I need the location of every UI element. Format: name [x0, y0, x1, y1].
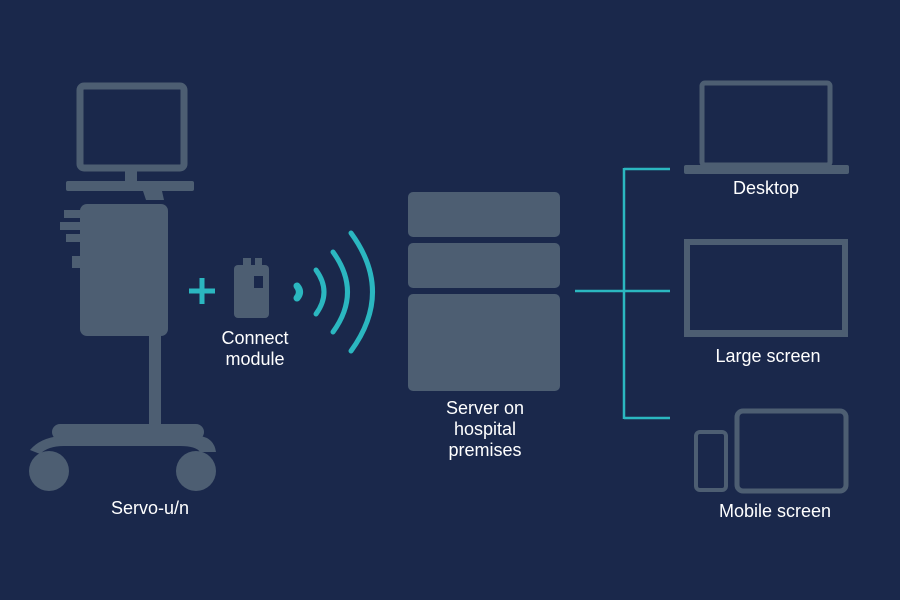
server-stack-icon: [408, 192, 560, 391]
desktop-label: Desktop: [732, 178, 800, 198]
monitor-icon: [684, 239, 848, 337]
battery-module-icon: [234, 258, 269, 318]
large-screen-label: Large screen: [715, 346, 821, 366]
plus-icon: [189, 278, 215, 304]
connect-module-label-line: Connect: [221, 328, 289, 348]
connect-module-label-line: module: [225, 349, 285, 369]
server-label-line: premises: [448, 440, 522, 460]
wireless-signal-icon: [293, 230, 375, 354]
distribution-bracket: [575, 167, 670, 420]
ventilator-icon: [29, 82, 216, 491]
laptop-icon: [684, 80, 849, 174]
server-label-line: hospital: [453, 419, 517, 439]
mobile-screen-label: Mobile screen: [718, 501, 832, 521]
connect-module-label: Connect module: [190, 328, 320, 370]
server-label-line: Server on: [445, 398, 525, 418]
ventilator-label: Servo-u/n: [110, 498, 190, 518]
server-label: Server on hospital premises: [400, 398, 570, 461]
phone-tablet-icon: [694, 408, 849, 494]
